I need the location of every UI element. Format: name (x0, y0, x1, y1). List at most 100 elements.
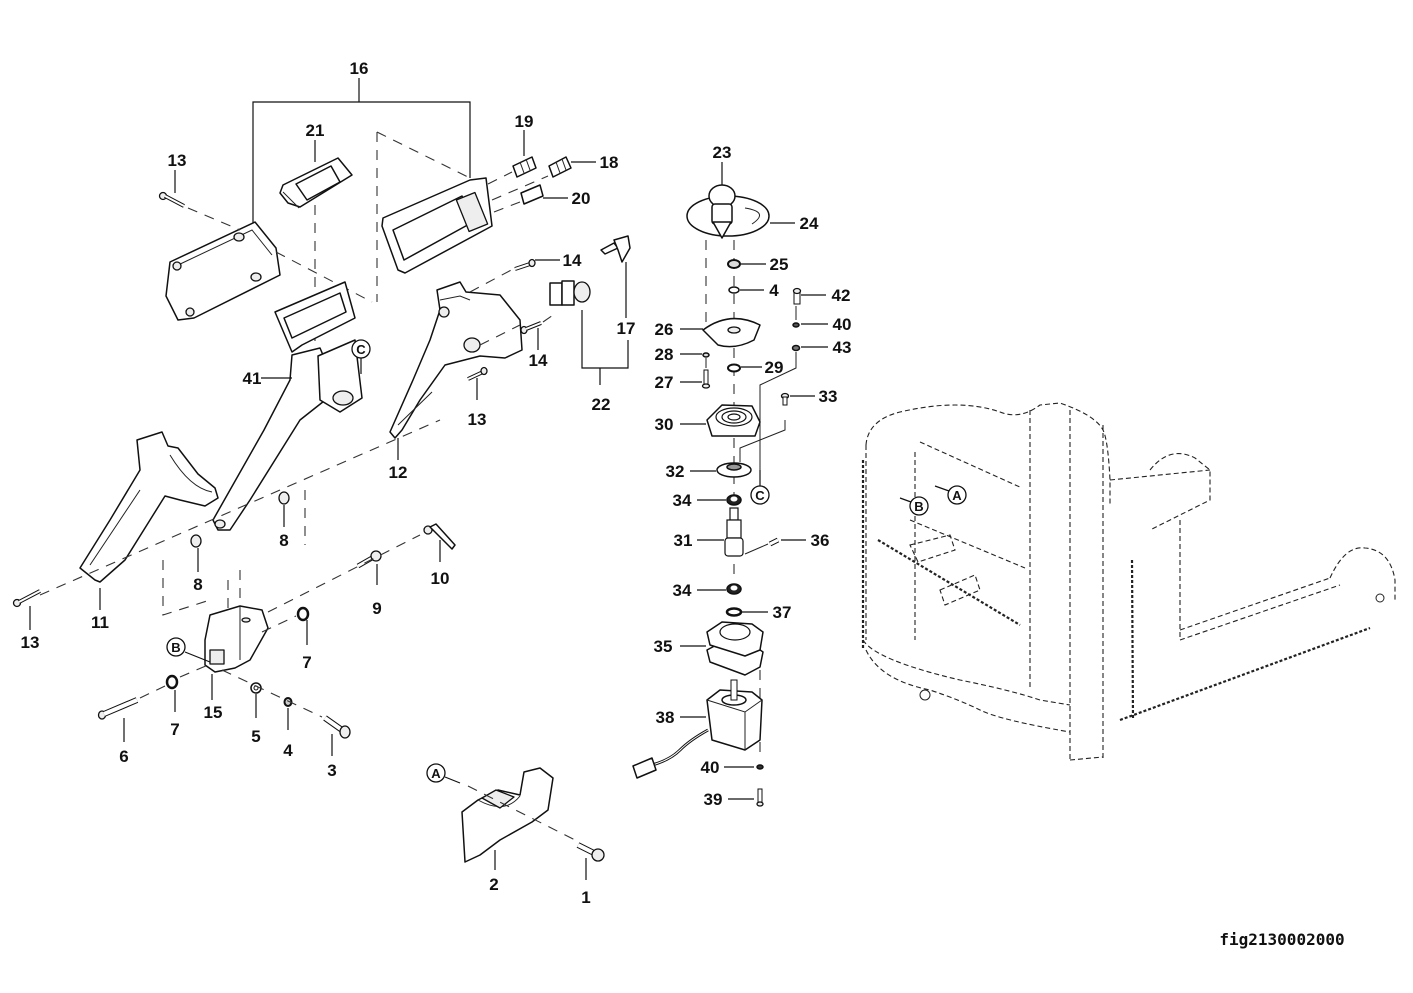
label-15: 15 (204, 703, 223, 722)
pin-36 (768, 537, 780, 547)
label-9: 9 (372, 599, 381, 618)
key-switch-22 (549, 280, 591, 306)
callout-c-upper: C (351, 339, 371, 374)
tiller-cover-11 (79, 431, 219, 583)
display-bezel-16 (381, 177, 493, 274)
label-29: 29 (765, 358, 784, 377)
figure-id: fig2130002000 (1219, 930, 1344, 949)
callout-b-left: B (166, 637, 211, 663)
bushing-8-left (190, 534, 202, 548)
small-display-21 (279, 157, 353, 209)
nut-25 (727, 259, 741, 269)
label-37: 37 (773, 603, 792, 622)
label-14-lower: 14 (529, 351, 548, 370)
washer-40-upper (792, 322, 800, 328)
group-16-bracket (252, 78, 471, 225)
screw-1 (576, 842, 605, 862)
svg-text:A: A (431, 766, 441, 781)
label-43: 43 (833, 338, 852, 357)
label-28: 28 (655, 345, 674, 364)
label-41: 41 (243, 369, 262, 388)
svg-text:C: C (755, 488, 765, 503)
label-35: 35 (654, 637, 673, 656)
screw-13-bottom (12, 589, 41, 608)
bracket-15 (204, 605, 269, 673)
label-7-right: 7 (302, 653, 311, 672)
adapter-35 (706, 621, 764, 676)
label-10: 10 (431, 569, 450, 588)
label-12: 12 (389, 463, 408, 482)
o-ring-37 (725, 607, 743, 617)
display-rear-housing (165, 221, 281, 321)
label-38: 38 (656, 708, 675, 727)
label-8-right: 8 (279, 531, 288, 550)
washer-40-lower (756, 764, 764, 770)
button-19 (512, 156, 537, 178)
label-31: 31 (674, 531, 693, 550)
screw-13-middle (467, 366, 488, 381)
label-19: 19 (515, 112, 534, 131)
callout-a-lower: A (426, 763, 461, 784)
label-2: 2 (489, 875, 498, 894)
label-6: 6 (119, 747, 128, 766)
callout-b-chassis: B (899, 496, 929, 516)
motor-38 (632, 679, 763, 779)
label-36: 36 (811, 531, 830, 550)
label-25: 25 (770, 255, 789, 274)
svg-text:B: B (914, 499, 923, 514)
housing-30 (706, 404, 761, 437)
cover-2 (461, 767, 554, 863)
button-20 (520, 184, 544, 205)
label-1: 1 (581, 888, 590, 907)
label-42: 42 (832, 286, 851, 305)
label-14-upper: 14 (563, 251, 582, 270)
screw-42 (792, 287, 802, 305)
screw-13-top (158, 191, 185, 208)
label-24: 24 (800, 214, 819, 233)
snap-ring-7-right (296, 606, 310, 622)
callout-c-lower: C (750, 470, 770, 505)
pin-6 (97, 697, 139, 720)
label-13-middle: 13 (468, 410, 487, 429)
bolt-3 (323, 715, 351, 739)
button-18 (548, 156, 572, 178)
bushing-8-right (278, 491, 290, 505)
label-40-lower: 40 (701, 758, 720, 777)
truck-chassis-phantom (861, 402, 1396, 761)
column-bracket-41 (212, 281, 363, 531)
label-21: 21 (306, 121, 325, 140)
washer-43 (791, 344, 801, 352)
key-17 (600, 235, 631, 263)
label-33: 33 (819, 387, 838, 406)
label-26: 26 (655, 320, 674, 339)
label-17: 17 (617, 319, 636, 338)
label-20: 20 (572, 189, 591, 208)
plate-26 (702, 317, 761, 348)
washer-28 (702, 352, 710, 358)
washer-4-upper (728, 286, 740, 294)
label-18: 18 (600, 153, 619, 172)
pin-9 (356, 550, 382, 569)
label-34-lower: 34 (673, 581, 692, 600)
callout-a-chassis: A (934, 485, 967, 505)
svg-text:B: B (171, 640, 180, 655)
label-7-left: 7 (170, 720, 179, 739)
label-4-lower: 4 (283, 741, 293, 760)
label-13-bottom: 13 (21, 633, 40, 652)
bearing-34-lower (726, 583, 742, 595)
screw-39 (756, 788, 764, 807)
label-3: 3 (327, 761, 336, 780)
bearing-34-upper (726, 494, 742, 506)
label-32: 32 (666, 462, 685, 481)
label-13-top: 13 (168, 151, 187, 170)
svg-text:A: A (952, 488, 962, 503)
label-39: 39 (704, 790, 723, 809)
tiller-arm-12 (389, 281, 523, 439)
label-5: 5 (251, 727, 260, 746)
shaft-31 (724, 507, 744, 557)
svg-text:C: C (356, 342, 366, 357)
lock-washer-4 (283, 697, 293, 707)
lever-10 (423, 523, 456, 550)
screw-14-upper (514, 258, 536, 271)
